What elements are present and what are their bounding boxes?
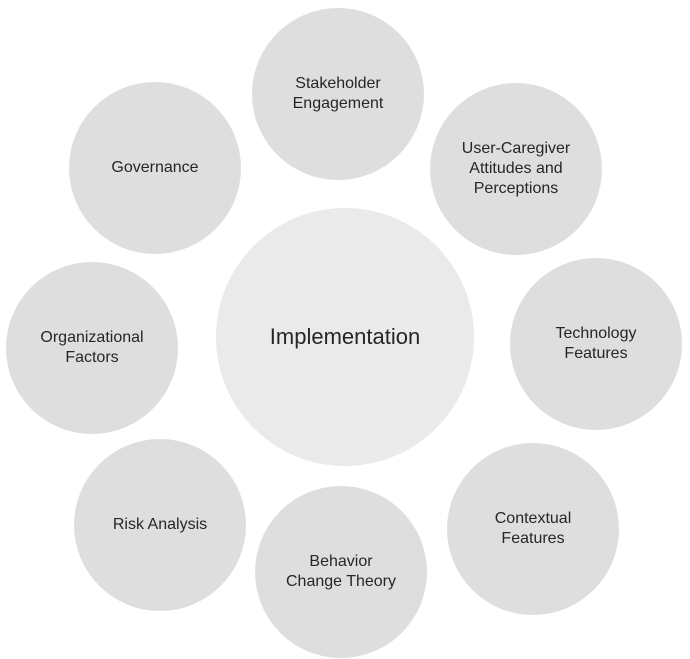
node-technology-features: Technology Features — [510, 258, 682, 430]
node-user-caregiver-attitudes: User-Caregiver Attitudes and Perceptions — [430, 83, 602, 255]
node-risk-analysis: Risk Analysis — [74, 439, 246, 611]
node-label: Governance — [111, 159, 199, 176]
center-node-implementation: Implementation — [216, 208, 474, 466]
node-label: Behavior Change Theory — [286, 553, 396, 590]
node-behavior-change-theory: Behavior Change Theory — [255, 486, 427, 658]
node-governance: Governance — [69, 82, 241, 254]
node-label: Contextual Features — [494, 510, 572, 547]
node-label: Stakeholder Engagement — [292, 75, 384, 112]
center-node-label: Implementation — [269, 324, 421, 349]
node-label: User-Caregiver Attitudes and Perceptions — [461, 140, 571, 197]
node-contextual-features: Contextual Features — [447, 443, 619, 615]
node-label: Risk Analysis — [112, 516, 208, 533]
node-label: Organizational Factors — [40, 329, 144, 366]
node-stakeholder-engagement: Stakeholder Engagement — [252, 8, 424, 180]
node-label: Technology Features — [555, 325, 637, 362]
node-organizational-factors: Organizational Factors — [6, 262, 178, 434]
